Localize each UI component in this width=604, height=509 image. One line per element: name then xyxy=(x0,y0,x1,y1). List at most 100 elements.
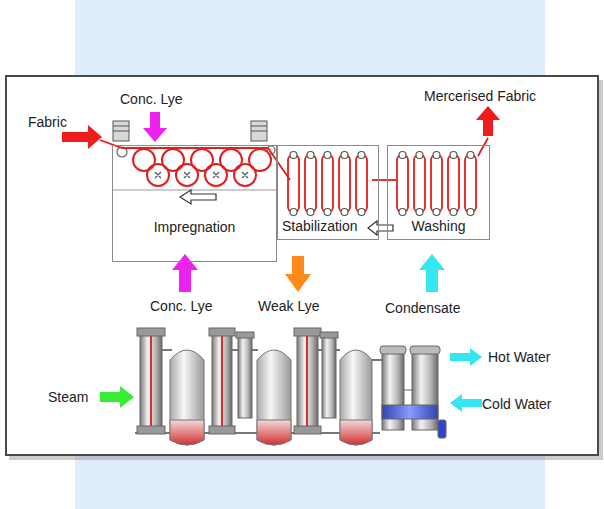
guide-loop xyxy=(322,155,333,212)
liquor-level xyxy=(113,190,276,191)
water-arrow xyxy=(450,353,470,361)
input-label: Fabric xyxy=(28,114,67,130)
heat-exchanger xyxy=(221,336,223,426)
lye-arrow xyxy=(179,270,191,292)
tank-compartment: Impregnation xyxy=(112,145,277,262)
guide-loop xyxy=(414,155,425,212)
guide-loop xyxy=(465,155,476,212)
liquor-level xyxy=(113,190,276,191)
fabric-arrow xyxy=(62,132,88,142)
steam-arrow xyxy=(100,386,134,408)
guide-roller xyxy=(358,152,365,159)
condenser xyxy=(410,346,440,354)
compartment-label: Washing xyxy=(411,218,467,234)
water-arrow xyxy=(450,394,462,412)
guide-roller xyxy=(341,152,348,159)
guide-loop xyxy=(288,155,299,212)
lye-arrow xyxy=(172,254,198,270)
tank-compartment: Washing xyxy=(387,145,490,240)
utility-label: Cold Water xyxy=(482,396,552,412)
guide-loop xyxy=(356,155,367,212)
fabric-path xyxy=(372,179,396,181)
guide-roller xyxy=(416,209,423,216)
heat-exchanger xyxy=(320,332,338,338)
heat-exchanger xyxy=(137,426,165,434)
weak-lye-arrow xyxy=(285,256,311,292)
guide-roller xyxy=(290,152,297,159)
guide-roller xyxy=(467,209,474,216)
guide-roller xyxy=(467,152,474,159)
roller-mark xyxy=(155,172,248,178)
guide-roller xyxy=(324,209,331,216)
fabric-arrow xyxy=(88,125,102,149)
guide-loop xyxy=(431,155,442,212)
pipework xyxy=(372,359,382,361)
heat-exchanger xyxy=(209,328,235,336)
guide-loop xyxy=(397,155,408,212)
fabric-path xyxy=(100,140,290,180)
guide-loop xyxy=(288,155,476,212)
heat-exchanger xyxy=(306,336,308,426)
feed-label: Conc. Lye xyxy=(150,298,213,314)
guide-roller xyxy=(450,152,457,159)
motor xyxy=(113,121,267,141)
separator-vessel xyxy=(340,350,372,445)
return-label: Weak Lye xyxy=(258,298,319,314)
heat-exchanger xyxy=(297,332,318,432)
panel-frame xyxy=(6,76,603,460)
motor xyxy=(113,126,129,127)
water-arrow xyxy=(426,270,438,292)
separator-vessel xyxy=(170,350,372,445)
compartment-label: Stabilization xyxy=(281,218,359,234)
guide-roller xyxy=(358,209,365,216)
motor xyxy=(113,121,129,141)
output-label: Mercerised Fabric xyxy=(424,88,536,104)
guide-roller xyxy=(341,209,348,216)
heat-exchanger xyxy=(137,328,338,434)
condenser xyxy=(438,420,446,438)
flow-arrow xyxy=(180,190,216,204)
heat-exchanger xyxy=(294,426,321,434)
guide-loop xyxy=(339,155,350,212)
condenser xyxy=(380,346,446,438)
guide-roller xyxy=(433,209,440,216)
guide-roller xyxy=(307,209,314,216)
water-arrow xyxy=(419,254,445,270)
separator-vessel xyxy=(257,420,291,445)
condenser xyxy=(404,390,412,391)
motor xyxy=(113,131,129,132)
pipework xyxy=(162,349,172,351)
guide-roller xyxy=(399,152,406,159)
heat-exchanger xyxy=(238,336,252,418)
return-label: Condensate xyxy=(385,300,461,316)
guide-loop xyxy=(305,155,316,212)
separator-vessel xyxy=(170,350,204,445)
heat-exchanger xyxy=(236,332,254,338)
fabric-path xyxy=(478,138,488,156)
roller xyxy=(133,149,155,171)
fabric-arrow xyxy=(476,106,500,120)
heat-exchanger xyxy=(294,328,321,336)
heat-exchanger xyxy=(322,336,336,418)
motor xyxy=(251,121,267,141)
guide-roller xyxy=(324,152,331,159)
steam-arrow xyxy=(100,392,120,402)
motor xyxy=(251,131,267,132)
weak-lye-arrow xyxy=(285,274,311,292)
separator-vessel xyxy=(340,420,372,445)
compartment-label: Impregnation xyxy=(113,219,276,235)
roller xyxy=(117,146,275,186)
weak-lye-arrow xyxy=(292,256,304,274)
condenser xyxy=(380,346,406,354)
guide-roller xyxy=(433,152,440,159)
compartment-label: Stabilization xyxy=(281,218,378,234)
guide-loop xyxy=(448,155,459,212)
separator-vessel xyxy=(170,420,204,445)
heat-exchanger xyxy=(140,332,162,432)
heat-exchanger xyxy=(209,426,235,434)
guide-roller xyxy=(290,152,474,216)
tank-compartment: Stabilization xyxy=(277,145,379,240)
guide-roller xyxy=(416,152,423,159)
separator-vessel xyxy=(257,350,291,445)
